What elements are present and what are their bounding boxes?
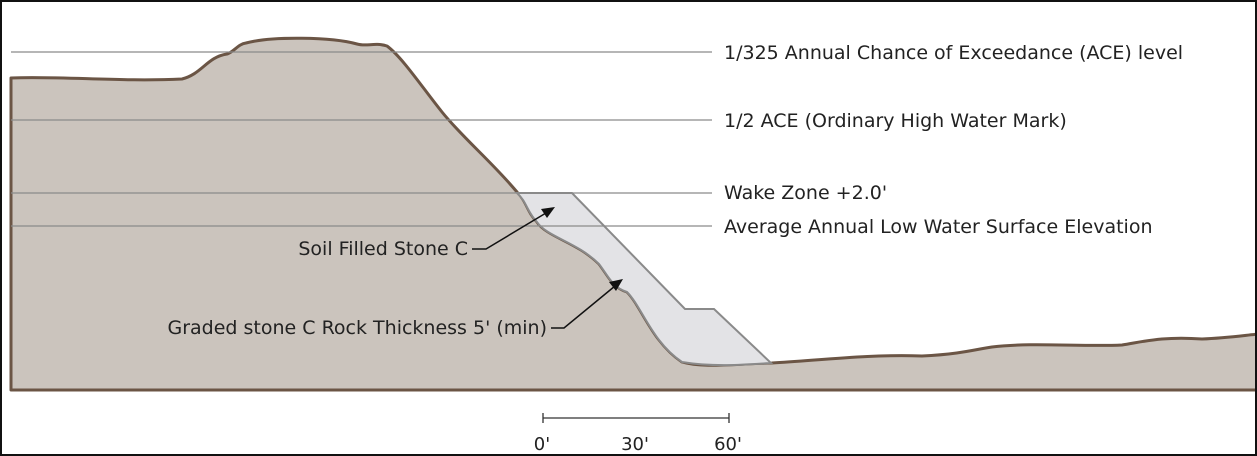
scale-bar: 0' 30' 60': [534, 413, 742, 455]
ace-325-label: 1/325 Annual Chance of Exceedance (ACE) …: [724, 42, 1183, 64]
stone-revetment: [514, 192, 774, 367]
graded-stone-arrowhead: [609, 279, 623, 291]
soil-filled-stone-leader: [472, 212, 547, 250]
scale-tick-label-0: 0': [534, 434, 550, 455]
scale-tick-label-60: 60': [714, 434, 742, 455]
soil-filled-stone-label: Soil Filled Stone C: [298, 238, 468, 260]
ace-half-label: 1/2 ACE (Ordinary High Water Mark): [724, 110, 1067, 132]
soil-filled-stone-arrowhead: [541, 207, 555, 218]
low-water-label: Average Annual Low Water Surface Elevati…: [724, 216, 1152, 238]
graded-stone-label: Graded stone C Rock Thickness 5' (min): [168, 317, 548, 339]
graded-stone-leader: [551, 285, 616, 329]
wake-zone-label: Wake Zone +2.0': [724, 182, 887, 204]
scale-tick-label-30: 30': [621, 434, 649, 455]
